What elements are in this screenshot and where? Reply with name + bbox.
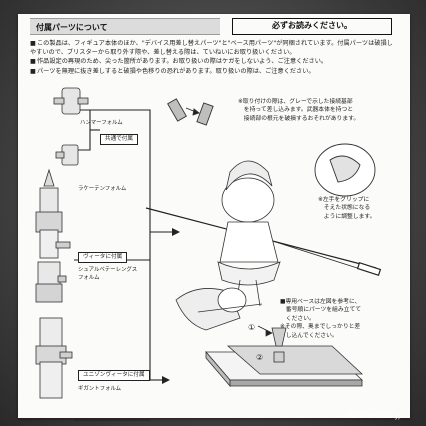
callout-base: ■専用ベースは左図を参考に、 番号順にパーツを組み立てて ください。 ※その際、… — [280, 299, 362, 339]
label-schwalbe-form: シュアルベテーレングス フォルム — [78, 267, 138, 281]
hand-detail — [314, 143, 376, 197]
watermark: foobarbaz.jp — [348, 411, 404, 420]
notice-box: 必ずお読みください。 — [232, 18, 392, 35]
instruction-sheet — [18, 14, 410, 418]
joint-part — [55, 144, 79, 166]
label-unison-attached: ユニゾンヴィータに付属 — [78, 370, 150, 381]
label-gigant-form: ギガントフォルム — [78, 386, 122, 392]
note-item: ■この製品は、フィギュア本体のほか、"デバイス用差し替えパーツ"と"ベース用パー… — [30, 40, 393, 56]
base-assembly — [205, 345, 364, 388]
callout-left-hand: ※左手をグリップに そえた状態になる ように調整します。 — [318, 197, 376, 220]
bullet-icon: ■ — [30, 58, 36, 66]
bullet-icon: ■ — [30, 67, 36, 75]
shared-bracket — [74, 109, 91, 151]
notes-list: ■この製品は、フィギュア本体のほか、"デバイス用差し替えパーツ"と"ベース用パー… — [30, 40, 398, 77]
figure-on-base — [175, 287, 263, 331]
callout-joint: ※取り付けの際は、グレーで示した接続基部 を持って差し込みます。武器本体を持つと… — [238, 99, 360, 122]
note-item: ■作品設定の再現のため、尖った箇所があります。お取り扱いの際はケガをしないよう、… — [30, 58, 328, 66]
label-shared: 共通で付属 — [100, 134, 138, 145]
joint-detail — [167, 98, 214, 126]
bullet-icon: ■ — [30, 40, 36, 47]
hammer-form-part — [53, 87, 89, 115]
label-hammer-form: ハンマーフォルム — [80, 120, 123, 126]
main-line — [90, 109, 151, 380]
base-parts — [257, 325, 287, 363]
note-item: ■パーツを無理に抜き差しすると破損や色移りの恐れがあります。取り扱いの際は、ご注… — [30, 67, 315, 75]
arrow-icon — [162, 376, 170, 384]
figure-illustration — [217, 160, 281, 307]
label-raketen-form: ラケーテンフォルム — [78, 186, 127, 192]
schwalbe-form-part — [35, 261, 67, 303]
raketen-form-part — [35, 168, 71, 259]
label-vita-attached: ヴィータに付属 — [78, 252, 128, 263]
arrow-icon — [172, 228, 180, 236]
section-title: 付属パーツについて — [30, 18, 220, 35]
gigant-form-part — [35, 317, 73, 399]
step-number: ① — [248, 323, 255, 332]
step-number: ② — [256, 353, 263, 362]
